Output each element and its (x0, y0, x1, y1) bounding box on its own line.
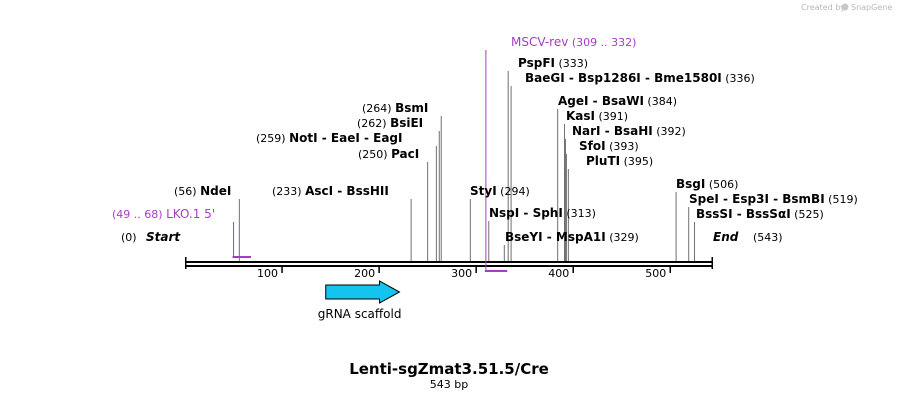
primer-label: MSCV-rev (309 .. 332) (511, 35, 636, 49)
watermark-prefix: Created by (801, 3, 845, 12)
map-title: Lenti-sgZmat3.51.5/Cre (349, 360, 549, 378)
site-agei-bsawi[interactable]: AgeI - BsaWI (384) (558, 94, 677, 108)
site-label-text: (56) NdeI (174, 184, 231, 198)
site-sfoi[interactable]: SfoI (393) (579, 139, 639, 153)
site-ndei[interactable]: (56) NdeI (174, 184, 231, 198)
tick-mark-400 (572, 267, 574, 273)
snapgene-watermark: Created by SnapGene (801, 3, 892, 12)
backbone-end-cap (711, 257, 713, 269)
primers: (49 .. 68) LKO.1 5' MSCV-rev (309 .. 332) (112, 35, 636, 272)
site-label-text: (250) PacI (358, 147, 419, 161)
site-label-text: SfoI (393) (579, 139, 639, 153)
primer-lko-1-5[interactable]: (49 .. 68) LKO.1 5' (112, 207, 251, 258)
tick-label-200: 200 (354, 267, 375, 280)
site-kasi[interactable]: KasI (391) (566, 109, 628, 123)
tick-mark-200 (378, 267, 380, 273)
site-lines (238, 71, 696, 261)
site-bseyi-mspa1i[interactable]: BseYI - MspA1I (329) (505, 230, 639, 244)
primer-bar (232, 256, 251, 258)
site-label-text: (259) NotI - EaeI - EagI (256, 131, 403, 145)
snapgene-logo-icon (841, 3, 849, 11)
primer-bar (484, 270, 508, 272)
end-label: End (713, 230, 739, 244)
tick-mark-500 (669, 267, 672, 273)
feature-label: gRNA scaffold (318, 307, 402, 321)
site-label-text: BssSI - BssSαI (525) (696, 207, 824, 221)
backbone-top-strand (185, 261, 713, 263)
start-position: (0) (121, 231, 137, 244)
site-pluti[interactable]: PluTI (395) (586, 154, 653, 168)
ruler-ticks: 100 200 300 400 500 (257, 267, 672, 280)
primer-mscv-rev[interactable]: MSCV-rev (309 .. 332) (484, 35, 637, 272)
site-label-text: AgeI - BsaWI (384) (558, 94, 677, 108)
site-bsssi-bsss-i[interactable]: BssSI - BssSαI (525) (696, 207, 824, 221)
feature-arrow (325, 280, 401, 304)
tick-label-500: 500 (645, 267, 666, 280)
site-label-text: SpeI - Esp3I - BsmBI (519) (689, 192, 858, 206)
site-label-text: (264) BsmI (362, 101, 428, 115)
site-asci-bsshii[interactable]: (233) AscI - BssHII (272, 184, 389, 198)
site-nspi-sphi[interactable]: NspI - SphI (313) (489, 206, 596, 220)
site-label-text: NspI - SphI (313) (489, 206, 596, 220)
site-bsgi[interactable]: BsgI (506) (676, 177, 738, 191)
site-label-text: PspFI (333) (518, 56, 588, 70)
sequence-backbone (185, 257, 713, 269)
site-labels: (56) NdeI (233) AscI - BssHII (250) PacI (2… (174, 56, 858, 244)
tick-label-100: 100 (257, 267, 278, 280)
site-label-text: (233) AscI - BssHII (272, 184, 389, 198)
site-nari-bsahi[interactable]: NarI - BsaHI (392) (572, 124, 686, 138)
site-label-text: KasI (391) (566, 109, 628, 123)
start-label: Start (146, 230, 181, 244)
site-bsmi[interactable]: (264) BsmI (362, 101, 428, 115)
site-bsiei[interactable]: (262) BsiEI (357, 116, 423, 130)
site-label-text: NarI - BsaHI (392) (572, 124, 686, 138)
primer-label: (49 .. 68) LKO.1 5' (112, 207, 215, 221)
backbone-start-cap (185, 257, 187, 269)
site-label-text: StyI (294) (470, 184, 530, 198)
site-label-text: BseYI - MspA1I (329) (505, 230, 639, 244)
tick-mark-300 (475, 267, 477, 273)
site-spei-esp3i-bsmbi[interactable]: SpeI - Esp3I - BsmBI (519) (689, 192, 858, 206)
tick-label-300: 300 (451, 267, 472, 280)
site-label-text: BsgI (506) (676, 177, 738, 191)
backbone-bottom-strand (185, 265, 713, 267)
start-label-group: (0) Start (121, 230, 181, 244)
site-pspfi[interactable]: PspFI (333) (518, 56, 588, 70)
feature-grna-scaffold[interactable]: gRNA scaffold (318, 280, 402, 321)
site-noti-eaei-eagi[interactable]: (259) NotI - EaeI - EagI (256, 131, 403, 145)
site-paci[interactable]: (250) PacI (358, 147, 419, 161)
end-position: (543) (753, 231, 783, 244)
end-label-group: End (543) (713, 230, 783, 244)
site-label-text: (262) BsiEI (357, 116, 423, 130)
map-length: 543 bp (430, 378, 468, 391)
watermark-brand: SnapGene (851, 3, 892, 12)
site-styi[interactable]: StyI (294) (470, 184, 530, 198)
tick-mark-100 (281, 267, 283, 273)
site-label-text: BaeGI - Bsp1286I - Bme1580I (336) (525, 71, 755, 85)
site-baegi-bsp1286i-bme1580i[interactable]: BaeGI - Bsp1286I - Bme1580I (336) (525, 71, 755, 85)
site-label-text: PluTI (395) (586, 154, 653, 168)
tick-label-400: 400 (548, 267, 569, 280)
features: gRNA scaffold (318, 280, 402, 321)
